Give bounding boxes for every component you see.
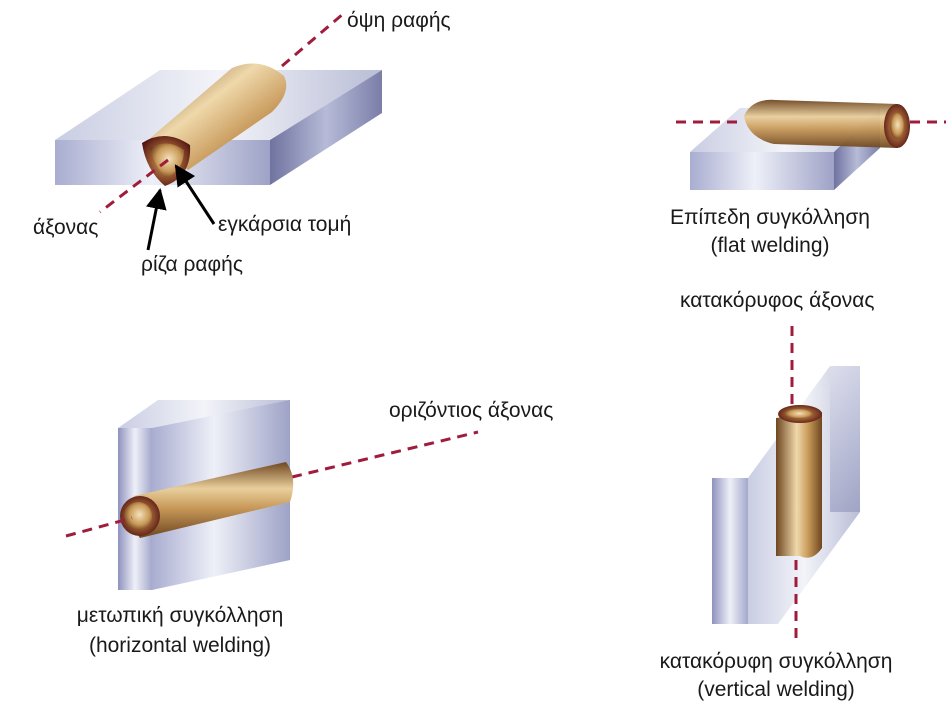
seam-axis-line-lower [99, 158, 169, 214]
flat-welding-figure [676, 99, 946, 190]
vertical-plate-back-edge [830, 366, 860, 512]
horizontal-weld-bead [131, 462, 294, 538]
seam-root-label: ρίζα ραφής [141, 253, 243, 276]
horizontal-welding-figure [65, 400, 479, 590]
horizontal-weld-end-core [124, 502, 152, 530]
horizontal-axis-line-right [291, 430, 479, 479]
flat-plate-front-face [690, 152, 834, 190]
cross-section-label: εγκάρσια τομή [218, 213, 352, 236]
vertical-welding-figure [712, 326, 860, 640]
horizontal-welding-title: μετωπική συγκόλληση [76, 604, 284, 627]
flat-weld-bead [744, 99, 898, 148]
flat-welding-title: Επίπεδη συγκόλληση [669, 206, 870, 229]
seam-anatomy-figure [55, 12, 382, 251]
vertical-welding-title: κατακόρυφη συγκόλληση [659, 650, 893, 673]
plate-side-face [270, 70, 382, 185]
vertical-welding-subtitle: (vertical welding) [697, 678, 855, 701]
seam-root-arrow [145, 187, 167, 251]
vertical-weld-top-core [784, 409, 812, 419]
horizontal-axis-line-left [65, 516, 133, 538]
axis-label: άξονας [33, 216, 99, 239]
seam-face-label: όψη ραφής [347, 9, 451, 32]
cross-section-arrow [174, 164, 216, 225]
seam-axis-line-upper [281, 12, 344, 68]
vertical-plate-front-face [712, 478, 748, 624]
horizontal-welding-subtitle: (horizontal welding) [88, 634, 272, 657]
flat-welding-subtitle: (flat welding) [710, 234, 830, 257]
vertical-axis-label: κατακόρυφος άξονας [680, 289, 875, 312]
flat-weld-end-core [890, 113, 904, 139]
horizontal-axis-label: οριζόντιος άξονας [389, 399, 554, 422]
vertical-weld-bead [776, 412, 822, 558]
